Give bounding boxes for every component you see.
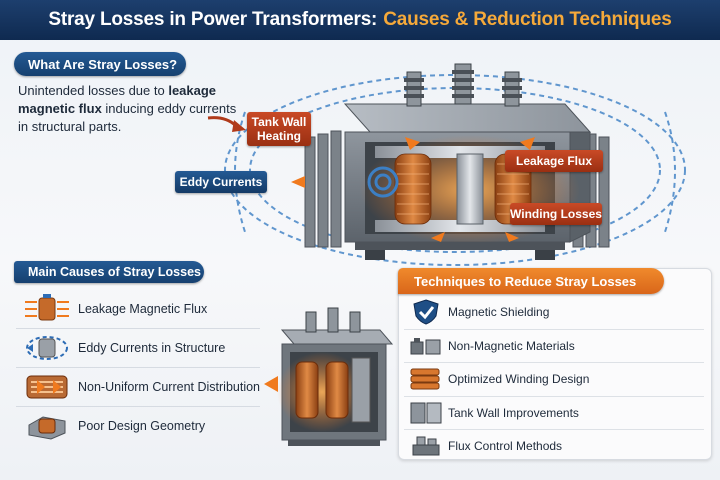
what-text-post: inducing eddy currents in structural par… [18, 101, 237, 134]
list-item: Magnetic Shielding [404, 296, 704, 330]
what-text-bold: leakage magnetic flux [18, 83, 217, 116]
technique-label: Tank Wall Improvements [448, 405, 579, 420]
cause-label: Non-Uniform Current Distribution [78, 380, 261, 394]
eddy-icon [16, 332, 78, 364]
list-item: Poor Design Geometry [16, 407, 260, 445]
shield-check-icon [404, 298, 448, 326]
causes-section-title: Main Causes of Stray Losses [14, 261, 204, 283]
title-accent: Causes & Reduction Techniques [383, 9, 672, 30]
techniques-section-title: Techniques to Reduce Stray Losses [398, 268, 664, 294]
techniques-list: Magnetic Shielding Non-Magnetic Material… [404, 296, 704, 463]
technique-label: Optimized Winding Design [448, 372, 590, 387]
causes-list: Leakage Magnetic Flux Eddy Currents in S… [16, 290, 260, 445]
technique-label: Flux Control Methods [448, 439, 563, 454]
geometry-icon [16, 410, 78, 442]
list-item: Leakage Magnetic Flux [16, 290, 260, 329]
cause-label: Eddy Currents in Structure [78, 341, 226, 355]
what-text-pre: Unintended losses due to [18, 83, 169, 98]
list-item: Non-Magnetic Materials [404, 330, 704, 363]
tank-wall-icon [404, 399, 448, 427]
materials-icon [404, 332, 448, 360]
what-description: Unintended losses due to leakage magneti… [18, 82, 248, 136]
techniques-panel [398, 268, 712, 460]
current-icon [16, 371, 78, 403]
list-item: Flux Control Methods [404, 430, 704, 463]
callout-tank-line2: Heating [256, 129, 301, 143]
red-arrow-icon [207, 116, 246, 132]
callout-leakage-flux: Leakage Flux [505, 150, 603, 172]
technique-label: Magnetic Shielding [448, 305, 550, 320]
technique-label: Non-Magnetic Materials [448, 338, 575, 353]
flux-icon [16, 293, 78, 325]
cause-label: Poor Design Geometry [78, 419, 206, 433]
small-transformer-illustration [264, 307, 394, 446]
callout-winding-losses: Winding Losses [510, 203, 602, 225]
main-transformer-illustration [224, 63, 686, 266]
cause-label: Leakage Magnetic Flux [78, 302, 208, 316]
winding-icon [404, 365, 448, 393]
list-item: Optimized Winding Design [404, 363, 704, 397]
callout-tank-line1: Tank Wall [251, 115, 307, 129]
what-section-title: What Are Stray Losses? [14, 52, 186, 76]
title-main: Stray Losses in Power Transformers: [48, 9, 378, 30]
callout-eddy-currents: Eddy Currents [175, 171, 267, 193]
list-item: Eddy Currents in Structure [16, 329, 260, 368]
list-item: Non-Uniform Current Distribution [16, 368, 260, 407]
page-header: Stray Losses in Power Transformers: Caus… [0, 0, 720, 40]
flux-control-icon [404, 432, 448, 460]
list-item: Tank Wall Improvements [404, 397, 704, 430]
